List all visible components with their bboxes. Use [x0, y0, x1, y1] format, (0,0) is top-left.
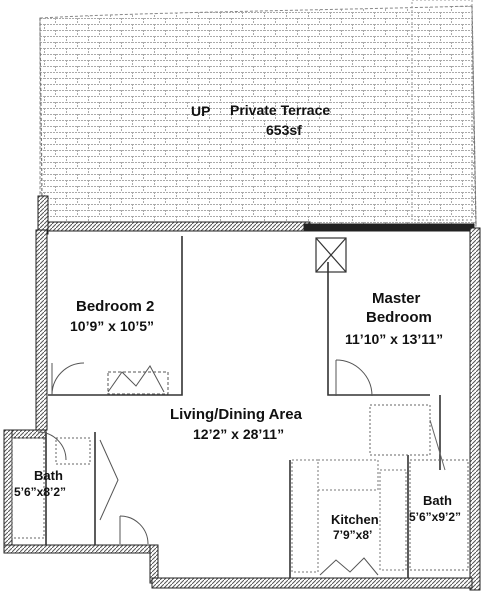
- kitchen-dims: 7’9”x8’: [333, 528, 373, 542]
- bath-left-dims: 5’6”x8’2”: [14, 485, 67, 499]
- kitchen-name: Kitchen: [331, 512, 379, 527]
- terrace-up-label: UP: [191, 103, 211, 119]
- bedroom-2-name: Bedroom 2: [76, 298, 155, 315]
- master-bedroom-dims: 11’10” x 13’11”: [345, 331, 444, 347]
- terrace-area: 653sf: [266, 122, 302, 138]
- bath-left-name: Bath: [34, 468, 63, 483]
- living-dining-name: Living/Dining Area: [170, 406, 302, 423]
- bath-right-dims: 5’6”x9’2”: [409, 510, 462, 524]
- door-swings: [37, 359, 373, 545]
- living-dining-dims: 12’2” x 28’11”: [193, 426, 285, 442]
- kitchen-counters: [291, 459, 407, 573]
- private-terrace: [39, 0, 477, 227]
- closets: [99, 365, 379, 576]
- bath-right-name: Bath: [423, 493, 452, 508]
- master-bedroom-name-1: Master: [372, 290, 421, 307]
- interior-walls: [45, 236, 441, 578]
- master-bedroom-name-2: Bedroom: [366, 309, 432, 326]
- shaft-box: [315, 237, 347, 273]
- bath-fixtures: [11, 404, 469, 571]
- terrace-name: Private Terrace: [230, 102, 331, 118]
- exterior-walls: [3, 195, 481, 591]
- bedroom-2-dims: 10’9” x 10’5”: [70, 318, 155, 334]
